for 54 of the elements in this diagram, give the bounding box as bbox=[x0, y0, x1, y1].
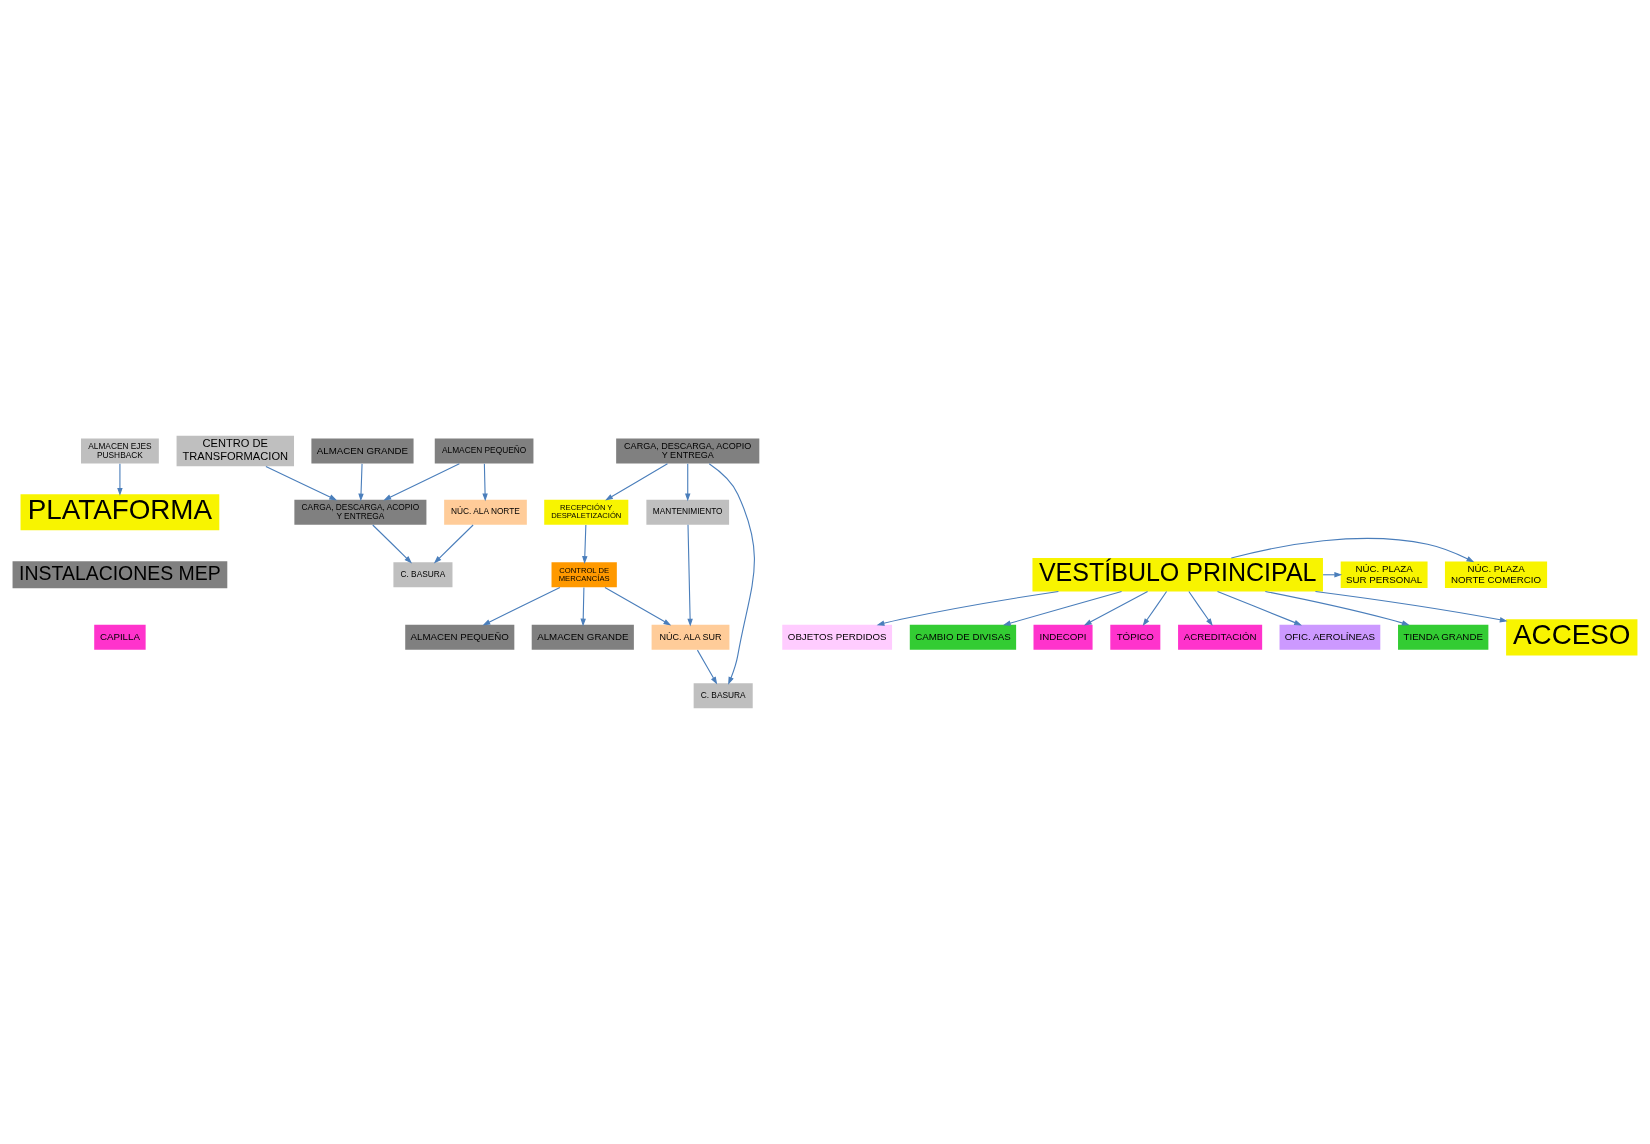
arrow bbox=[372, 524, 412, 564]
arrow bbox=[265, 465, 338, 501]
arrow bbox=[358, 463, 364, 502]
arrow bbox=[1230, 537, 1475, 563]
arrow bbox=[687, 524, 693, 627]
arrow bbox=[696, 649, 718, 685]
node-box: NÚC. ALA NORTE bbox=[444, 499, 527, 525]
node-box: CAMBIO DE DIVISAS bbox=[909, 624, 1017, 650]
arrow bbox=[708, 463, 755, 685]
arrow bbox=[1083, 591, 1149, 626]
node-box: NÚC. PLAZA SUR PERSONAL bbox=[1340, 561, 1428, 588]
arrow bbox=[1142, 591, 1168, 627]
node-box: CENTRO DE TRANSFORMACION bbox=[176, 435, 294, 467]
node-box: INDECOPI bbox=[1033, 624, 1093, 650]
node-box: ALMACEN GRANDE bbox=[311, 438, 414, 464]
arrow bbox=[1314, 590, 1508, 623]
arrow bbox=[876, 590, 1059, 626]
node-box: TÓPICO bbox=[1110, 624, 1161, 650]
arrow bbox=[604, 586, 672, 626]
arrow bbox=[582, 524, 588, 564]
node-box: ALMACEN PEQUEÑO bbox=[434, 438, 534, 464]
node-box: MANTENIMIENTO bbox=[646, 499, 730, 525]
arrow bbox=[1216, 590, 1303, 626]
node-box: C. BASURA bbox=[693, 683, 753, 709]
node-box: CARGA, DESCARGA, ACOPIO Y ENTREGA bbox=[616, 438, 760, 464]
arrow bbox=[117, 463, 123, 496]
arrow bbox=[685, 463, 691, 502]
arrow bbox=[383, 463, 460, 501]
arrow bbox=[605, 463, 668, 501]
arrow bbox=[1002, 590, 1123, 626]
node-box: C. BASURA bbox=[393, 562, 453, 588]
node-box: TIENDA GRANDE bbox=[1398, 624, 1489, 650]
arrow bbox=[1264, 590, 1410, 626]
node-box: ALMACEN PEQUEÑO bbox=[405, 624, 515, 650]
node-box: CAPILLA bbox=[94, 624, 146, 650]
node-box: NÚC. ALA SUR bbox=[651, 624, 730, 650]
arrow bbox=[580, 587, 586, 627]
node-box: ACCESO bbox=[1506, 619, 1638, 656]
node-box: PLATAFORMA bbox=[20, 494, 220, 531]
arrow bbox=[482, 463, 488, 502]
node-box: CONTROL DE MERCANCÍAS bbox=[551, 562, 617, 588]
node-box: OBJETOS PERDIDOS bbox=[782, 624, 893, 650]
arrow bbox=[1188, 591, 1213, 627]
node-box: ALMACEN EJES PUSHBACK bbox=[81, 438, 159, 464]
node-box: ACREDITACIÓN bbox=[1178, 624, 1263, 650]
node-box: INSTALACIONES MEP bbox=[12, 561, 228, 589]
arrow bbox=[482, 586, 561, 626]
node-box: RECEPCIÓN Y DESPALETIZACIÓN bbox=[544, 499, 629, 525]
node-box: CARGA, DESCARGA, ACOPIO Y ENTREGA bbox=[294, 499, 427, 525]
node-box: VESTÍBULO PRINCIPAL bbox=[1032, 558, 1323, 592]
node-box: OFIC. AEROLÍNEAS bbox=[1279, 624, 1381, 650]
arrow bbox=[433, 524, 474, 564]
node-box: NÚC. PLAZA NORTE COMERCIO bbox=[1444, 561, 1548, 588]
node-box: ALMACEN GRANDE bbox=[531, 624, 634, 650]
